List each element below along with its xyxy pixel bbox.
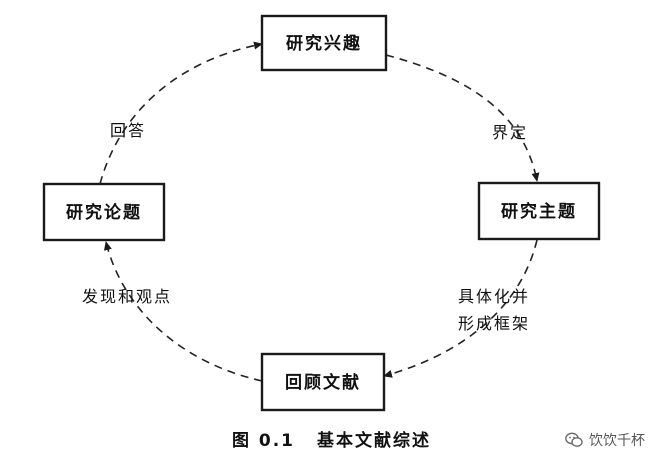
edge-label-define: 界定 xyxy=(492,123,528,142)
figure-caption: 图 0.1 基本文献综述 xyxy=(0,426,663,451)
watermark-text: 饮饮千杯 xyxy=(589,433,645,449)
edge-literature-to-question xyxy=(103,241,263,382)
edge-question-to-interest xyxy=(99,41,263,185)
node-research-topic: 研究主题 xyxy=(477,181,601,241)
node-research-interest: 研究兴趣 xyxy=(260,14,388,72)
node-label: 研究主题 xyxy=(501,201,577,222)
figure-title: 基本文献综述 xyxy=(317,431,432,451)
watermark: 饮饮千杯 xyxy=(565,430,645,450)
node-label: 回顾文献 xyxy=(285,372,361,393)
edge-label-concretize-line1: 具体化并 xyxy=(458,287,530,306)
node-label: 研究兴趣 xyxy=(286,33,362,54)
edge-label-findings: 发现和观点 xyxy=(82,287,172,306)
edge-topic-to-literature xyxy=(383,239,538,378)
edge-interest-to-topic xyxy=(385,54,540,182)
node-label: 研究论题 xyxy=(66,202,142,223)
edge-label-concretize-line2: 形成框架 xyxy=(458,314,530,333)
figure-number: 图 0.1 xyxy=(231,431,296,451)
node-research-question: 研究论题 xyxy=(42,182,166,242)
node-review-literature: 回顾文献 xyxy=(260,352,386,412)
edge-label-answer: 回答 xyxy=(110,121,146,140)
wechat-icon xyxy=(565,432,583,447)
